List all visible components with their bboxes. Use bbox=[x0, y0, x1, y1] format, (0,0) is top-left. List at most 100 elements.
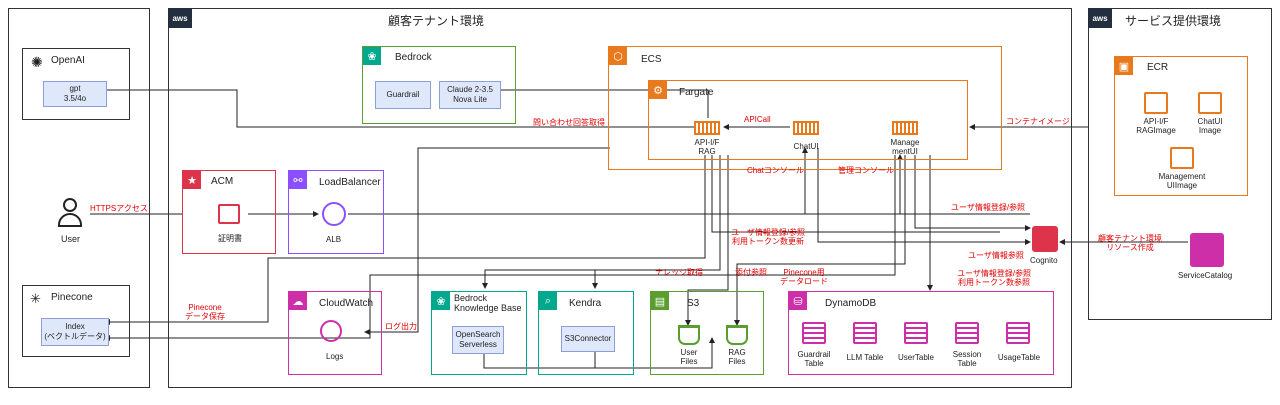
edge-ecs-cloudwatch bbox=[364, 147, 610, 335]
pinecone-icon: ✳ bbox=[30, 291, 41, 306]
service-env-title: サービス提供環境 bbox=[1125, 14, 1222, 28]
openai-icon: ✺ bbox=[31, 54, 43, 70]
pinecone-box: ✳ Pinecone Index (ベクトルデータ) bbox=[22, 285, 130, 357]
openai-box: ✺ OpenAI gpt 3.5/4o bbox=[22, 48, 130, 120]
dynamo-table-4: UsageTable bbox=[997, 353, 1041, 362]
bedrock-title: Bedrock bbox=[395, 52, 432, 63]
guardrail-table-icon bbox=[802, 322, 826, 344]
edge-label-https: HTTPSアクセス bbox=[90, 204, 148, 213]
api-rag-image-icon bbox=[1144, 92, 1168, 114]
ecr-img2-label: ChatUI Image bbox=[1197, 117, 1223, 135]
bedrock-kb-icon: ❀ bbox=[432, 292, 450, 310]
dynamo-table-2: UserTable bbox=[897, 353, 934, 362]
certificate-icon bbox=[218, 204, 240, 224]
lb-box: ⚯ LoadBalancer bbox=[288, 170, 384, 254]
s3-user-files-label: User Files bbox=[680, 348, 698, 366]
rag-files-bucket-icon bbox=[726, 325, 748, 345]
alb-icon bbox=[322, 202, 346, 226]
ecs-icon: ⬡ bbox=[609, 47, 627, 65]
edge-kb-s3 bbox=[483, 337, 715, 369]
cognito-label: Cognito bbox=[1030, 256, 1058, 265]
service-catalog-icon bbox=[1190, 233, 1224, 267]
user-files-bucket-icon bbox=[678, 325, 700, 345]
edge-label-log-out: ログ出力 bbox=[385, 322, 417, 331]
edge-label-user-ref: ユーザ情報参照 bbox=[968, 251, 1024, 260]
cognito-icon bbox=[1032, 226, 1058, 252]
logs-icon bbox=[320, 320, 342, 342]
ecr-box: ▣ ECR bbox=[1114, 56, 1248, 196]
acm-title: ACM bbox=[211, 176, 234, 187]
dynamo-table-3: Session Table bbox=[952, 350, 982, 368]
chatui-image-icon bbox=[1198, 92, 1222, 114]
edge-mgmt-cognito bbox=[914, 155, 1031, 231]
openai-model: gpt 3.5/4o bbox=[43, 81, 107, 107]
s3-box: ▤ S3 bbox=[650, 291, 764, 375]
aws-logo-customer: aws bbox=[168, 8, 192, 28]
acm-box: ★ ACM bbox=[182, 170, 276, 254]
kendra-s3connector: S3Connector bbox=[561, 326, 615, 352]
edge-rag-kb bbox=[482, 155, 721, 289]
lb-icon: ⚯ bbox=[289, 171, 307, 189]
ecr-icon: ▣ bbox=[1115, 57, 1133, 75]
cloudwatch-box: ☁ CloudWatch bbox=[288, 291, 382, 375]
api-rag-label: API-I/F RAG bbox=[694, 138, 720, 156]
edge-label-user-reg1: ユーザ情報登録/参照 bbox=[951, 203, 1026, 212]
external-panel bbox=[8, 8, 150, 388]
ecs-box: ⬡ ECS bbox=[608, 46, 1002, 170]
aws-logo-service: aws bbox=[1088, 8, 1112, 28]
fargate-icon: ⚙ bbox=[649, 81, 667, 99]
bedrock-box: ❀ Bedrock Guardrail Claude 2-3.5 Nova Li… bbox=[362, 46, 516, 124]
ecr-img1-label: API-I/F RAGImage bbox=[1136, 117, 1176, 135]
usage-table-icon bbox=[1006, 322, 1030, 344]
logs-label: Logs bbox=[326, 352, 344, 361]
dynamo-table-1: LLM Table bbox=[846, 353, 884, 362]
bedrock-kb-title: Bedrock Knowledge Base bbox=[454, 293, 522, 313]
edge-mgmt-pinecone bbox=[104, 155, 896, 341]
kb-opensearch: OpenSearch Serverless bbox=[452, 326, 504, 354]
ecr-title: ECR bbox=[1147, 62, 1169, 73]
s3-rag-files-label: RAG Files bbox=[728, 348, 746, 366]
customer-env bbox=[168, 8, 1072, 388]
cloudwatch-icon: ☁ bbox=[289, 292, 307, 310]
edge-rag-pinecone bbox=[104, 155, 706, 325]
service-catalog-label: ServiceCatalog bbox=[1178, 271, 1233, 280]
bedrock-claude: Claude 2-3.5 Nova Lite bbox=[439, 81, 501, 109]
kendra-title: Kendra bbox=[569, 298, 602, 309]
edge-label-knowledge: ナレッジ取得 bbox=[655, 268, 703, 277]
acm-icon: ★ bbox=[183, 171, 201, 189]
bedrock-kb-box: ❀ Bedrock Knowledge Base OpenSearch Serv… bbox=[431, 291, 527, 375]
fargate-title: Fargate bbox=[679, 87, 714, 98]
edge-label-chat-console: Chatコンソール bbox=[747, 166, 804, 175]
edge-label-inquiry: 問い合わせ回答取得 bbox=[533, 118, 605, 127]
mgmtui-image-icon bbox=[1170, 147, 1194, 169]
kendra-box: ⌕ Kendra S3Connector bbox=[538, 291, 634, 375]
edge-api-cognito bbox=[711, 155, 1000, 233]
chatui-label: ChatUI bbox=[793, 142, 819, 151]
edge-chat-cognito bbox=[817, 148, 1031, 245]
edge-label-container-image: コンテナイメージ bbox=[1006, 117, 1070, 126]
openai-title: OpenAI bbox=[51, 55, 85, 66]
mgmtui-task-icon bbox=[892, 121, 918, 135]
pinecone-title: Pinecone bbox=[51, 292, 93, 303]
fargate-box: ⚙ Fargate bbox=[648, 80, 968, 160]
bedrock-guardrail: Guardrail bbox=[375, 81, 431, 109]
llm-table-icon bbox=[853, 322, 877, 344]
edge-label-pinecone-load: Pinecone用 データロード bbox=[780, 268, 828, 287]
service-env bbox=[1088, 8, 1272, 320]
bedrock-icon: ❀ bbox=[363, 47, 381, 65]
edge-rag-userfiles bbox=[685, 155, 729, 326]
edge-rag-bedrock bbox=[491, 87, 709, 118]
user-icon bbox=[58, 198, 82, 230]
ecs-title: ECS bbox=[641, 54, 662, 65]
alb-label: ALB bbox=[326, 235, 342, 244]
edge-label-user-reg-token: ユーザ情報登録/参照 利用トークン数更新 bbox=[731, 228, 806, 247]
s3-icon: ▤ bbox=[651, 292, 669, 310]
edge-rag-openai bbox=[96, 87, 708, 128]
session-table-icon bbox=[955, 322, 979, 344]
edge-mgmt-ragfiles bbox=[734, 155, 906, 326]
cloudwatch-title: CloudWatch bbox=[319, 298, 374, 309]
user-table-icon bbox=[904, 322, 928, 344]
s3-title: S3 bbox=[687, 298, 700, 309]
edge-label-user-reg-token2: ユーザ情報登録/参照 利用トークン数参照 bbox=[957, 269, 1032, 288]
pinecone-index: Index (ベクトルデータ) bbox=[41, 318, 109, 346]
